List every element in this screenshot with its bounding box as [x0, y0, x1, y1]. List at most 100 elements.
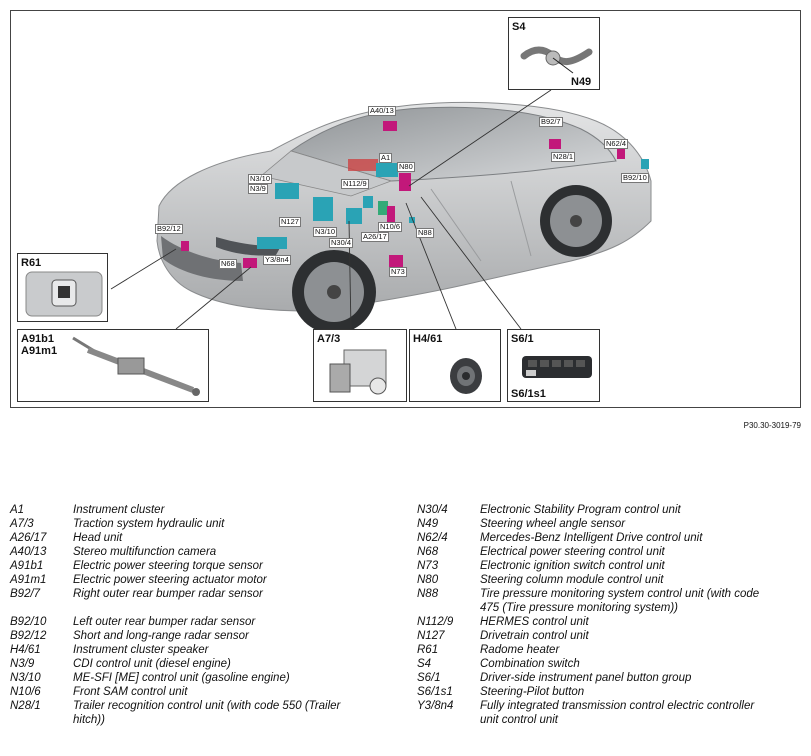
- inset-r61-label: R61: [21, 257, 42, 269]
- inset-h4-61: H4/61: [409, 329, 501, 402]
- combination-switch-icon: [520, 46, 593, 74]
- legend-description-line: Trailer recognition control unit (with c…: [73, 700, 341, 712]
- legend-row: N112/9 HERMES control unit: [417, 615, 759, 629]
- steering-rack-icon: [72, 336, 200, 396]
- legend-description: Fully integrated transmission control el…: [480, 699, 754, 727]
- leader-lines: [110, 89, 552, 330]
- legend-description: Right outer rear bumper radar sensor: [73, 587, 263, 615]
- callout-n73: N73: [389, 267, 407, 277]
- legend-row: S4 Combination switch: [417, 657, 759, 671]
- callout-n62-4: N62/4: [604, 139, 629, 149]
- callout-n88: N88: [416, 228, 434, 238]
- legend-description: Radome heater: [480, 643, 559, 657]
- inset-a91: A91b1 A91m1: [17, 329, 209, 402]
- legend-code: N3/9: [10, 658, 35, 670]
- legend-code: B92/12: [10, 630, 47, 642]
- legend-code: A26/17: [10, 532, 47, 544]
- legend-code: A91b1: [10, 560, 44, 572]
- inset-s4-label: S4: [512, 21, 526, 33]
- legend-description: CDI control unit (diesel engine): [73, 657, 231, 671]
- legend-description: Instrument cluster: [73, 503, 164, 517]
- speaker-icon: [450, 358, 482, 394]
- legend-description-line: Driver-side instrument panel button grou…: [480, 672, 692, 684]
- callout-n30-4: N30/4: [329, 238, 354, 248]
- inset-a7-3: A7/3: [313, 329, 407, 402]
- legend-description-line: ME-SFI [ME] control unit (gasoline engin…: [73, 672, 290, 684]
- callout-n68: N68: [219, 259, 237, 269]
- legend-description-line: Mercedes-Benz Intelligent Drive control …: [480, 532, 703, 544]
- legend-code: S6/1s1: [417, 686, 453, 698]
- legend-row: H4/61 Instrument cluster speaker: [10, 643, 340, 657]
- callout-a1: A1: [379, 153, 393, 163]
- callout-y3-8n4: Y3/8n4: [263, 255, 291, 265]
- radome-heater-icon: [25, 271, 103, 317]
- legend-code: A40/13: [10, 546, 47, 558]
- legend-description: Mercedes-Benz Intelligent Drive control …: [480, 531, 702, 545]
- legend-code: N68: [417, 546, 439, 558]
- callout-a40-13: A40/13: [368, 106, 396, 116]
- legend-description-line: Head unit: [73, 532, 123, 544]
- legend-code: N73: [417, 560, 439, 572]
- legend-code: H4/61: [10, 644, 41, 656]
- callout-n112-9: N112/9: [341, 179, 369, 189]
- legend-description: Steering-Pilot button: [480, 685, 584, 699]
- legend-description: Traction system hydraulic unit: [73, 517, 224, 531]
- callout-n80: N80: [397, 162, 415, 172]
- legend-description-line: Electric power steering actuator motor: [73, 574, 267, 586]
- legend-code: N30/4: [417, 504, 448, 516]
- callout-b92-12: B92/12: [155, 224, 183, 234]
- legend-description-line: Instrument cluster speaker: [73, 644, 209, 656]
- legend-row: N73 Electronic ignition switch control un…: [417, 559, 759, 573]
- legend-description: Electronic Stability Program control uni…: [480, 503, 681, 517]
- legend-description: Tire pressure monitoring system control …: [480, 587, 759, 615]
- inset-s6-1s1-label: S6/1s1: [511, 388, 546, 400]
- callout-n10-6: N10/6: [378, 222, 403, 232]
- legend-description-line: hitch)): [73, 714, 105, 726]
- legend-description-line: Electronic ignition switch control unit: [480, 560, 665, 572]
- legend-description: Steering wheel angle sensor: [480, 517, 625, 531]
- legend-description: Head unit: [73, 531, 122, 545]
- callout-b92-7: B92/7: [539, 117, 563, 127]
- legend-code: Y3/8n4: [417, 700, 454, 712]
- legend-code: S4: [417, 658, 432, 670]
- legend-row: N10/6 Front SAM control unit: [10, 685, 340, 699]
- legend-description-line: Fully integrated transmission control el…: [480, 700, 755, 712]
- legend-code: N112/9: [417, 616, 454, 628]
- rear-wheel: [540, 185, 612, 257]
- legend-row: Y3/8n4 Fully integrated transmission cont…: [417, 699, 759, 727]
- inset-s6-1: S6/1 S6/1s1: [507, 329, 600, 402]
- legend-row: S6/1 Driver-side instrument panel button …: [417, 671, 759, 685]
- inset-s6-1-label: S6/1: [511, 333, 534, 345]
- legend-description: ME-SFI [ME] control unit (gasoline engin…: [73, 671, 290, 685]
- legend-row: A26/17 Head unit: [10, 531, 340, 545]
- legend-description-line: Electrical power steering control unit: [480, 546, 665, 558]
- legend-code: S6/1: [417, 672, 441, 684]
- legend-row: N30/4 Electronic Stability Program contro…: [417, 503, 759, 517]
- legend-description-line: Steering wheel angle sensor: [480, 518, 626, 530]
- legend-description-line: Combination switch: [480, 658, 580, 670]
- inset-s4: S4 N49: [508, 17, 600, 90]
- legend-description-line: Steering-Pilot button: [480, 686, 585, 698]
- legend-row: N49 Steering wheel angle sensor: [417, 517, 759, 531]
- legend-description-line: Instrument cluster: [73, 504, 165, 516]
- legend-description: Combination switch: [480, 657, 580, 671]
- callout-n28-1: N28/1: [551, 152, 576, 162]
- legend-description-line: 475 (Tire pressure monitoring system)): [480, 602, 679, 614]
- inset-h4-61-label: H4/61: [413, 333, 443, 345]
- legend-code: N10/6: [10, 686, 41, 698]
- legend-code: A91m1: [10, 574, 47, 586]
- legend-code: N49: [417, 518, 439, 530]
- legend-description-line: HERMES control unit: [480, 616, 589, 628]
- legend-code: R61: [417, 644, 439, 656]
- legend-description: Trailer recognition control unit (with c…: [73, 699, 340, 727]
- legend-description-line: Front SAM control unit: [73, 686, 188, 698]
- button-group-icon: [522, 356, 592, 378]
- legend-description: Driver-side instrument panel button grou…: [480, 671, 691, 685]
